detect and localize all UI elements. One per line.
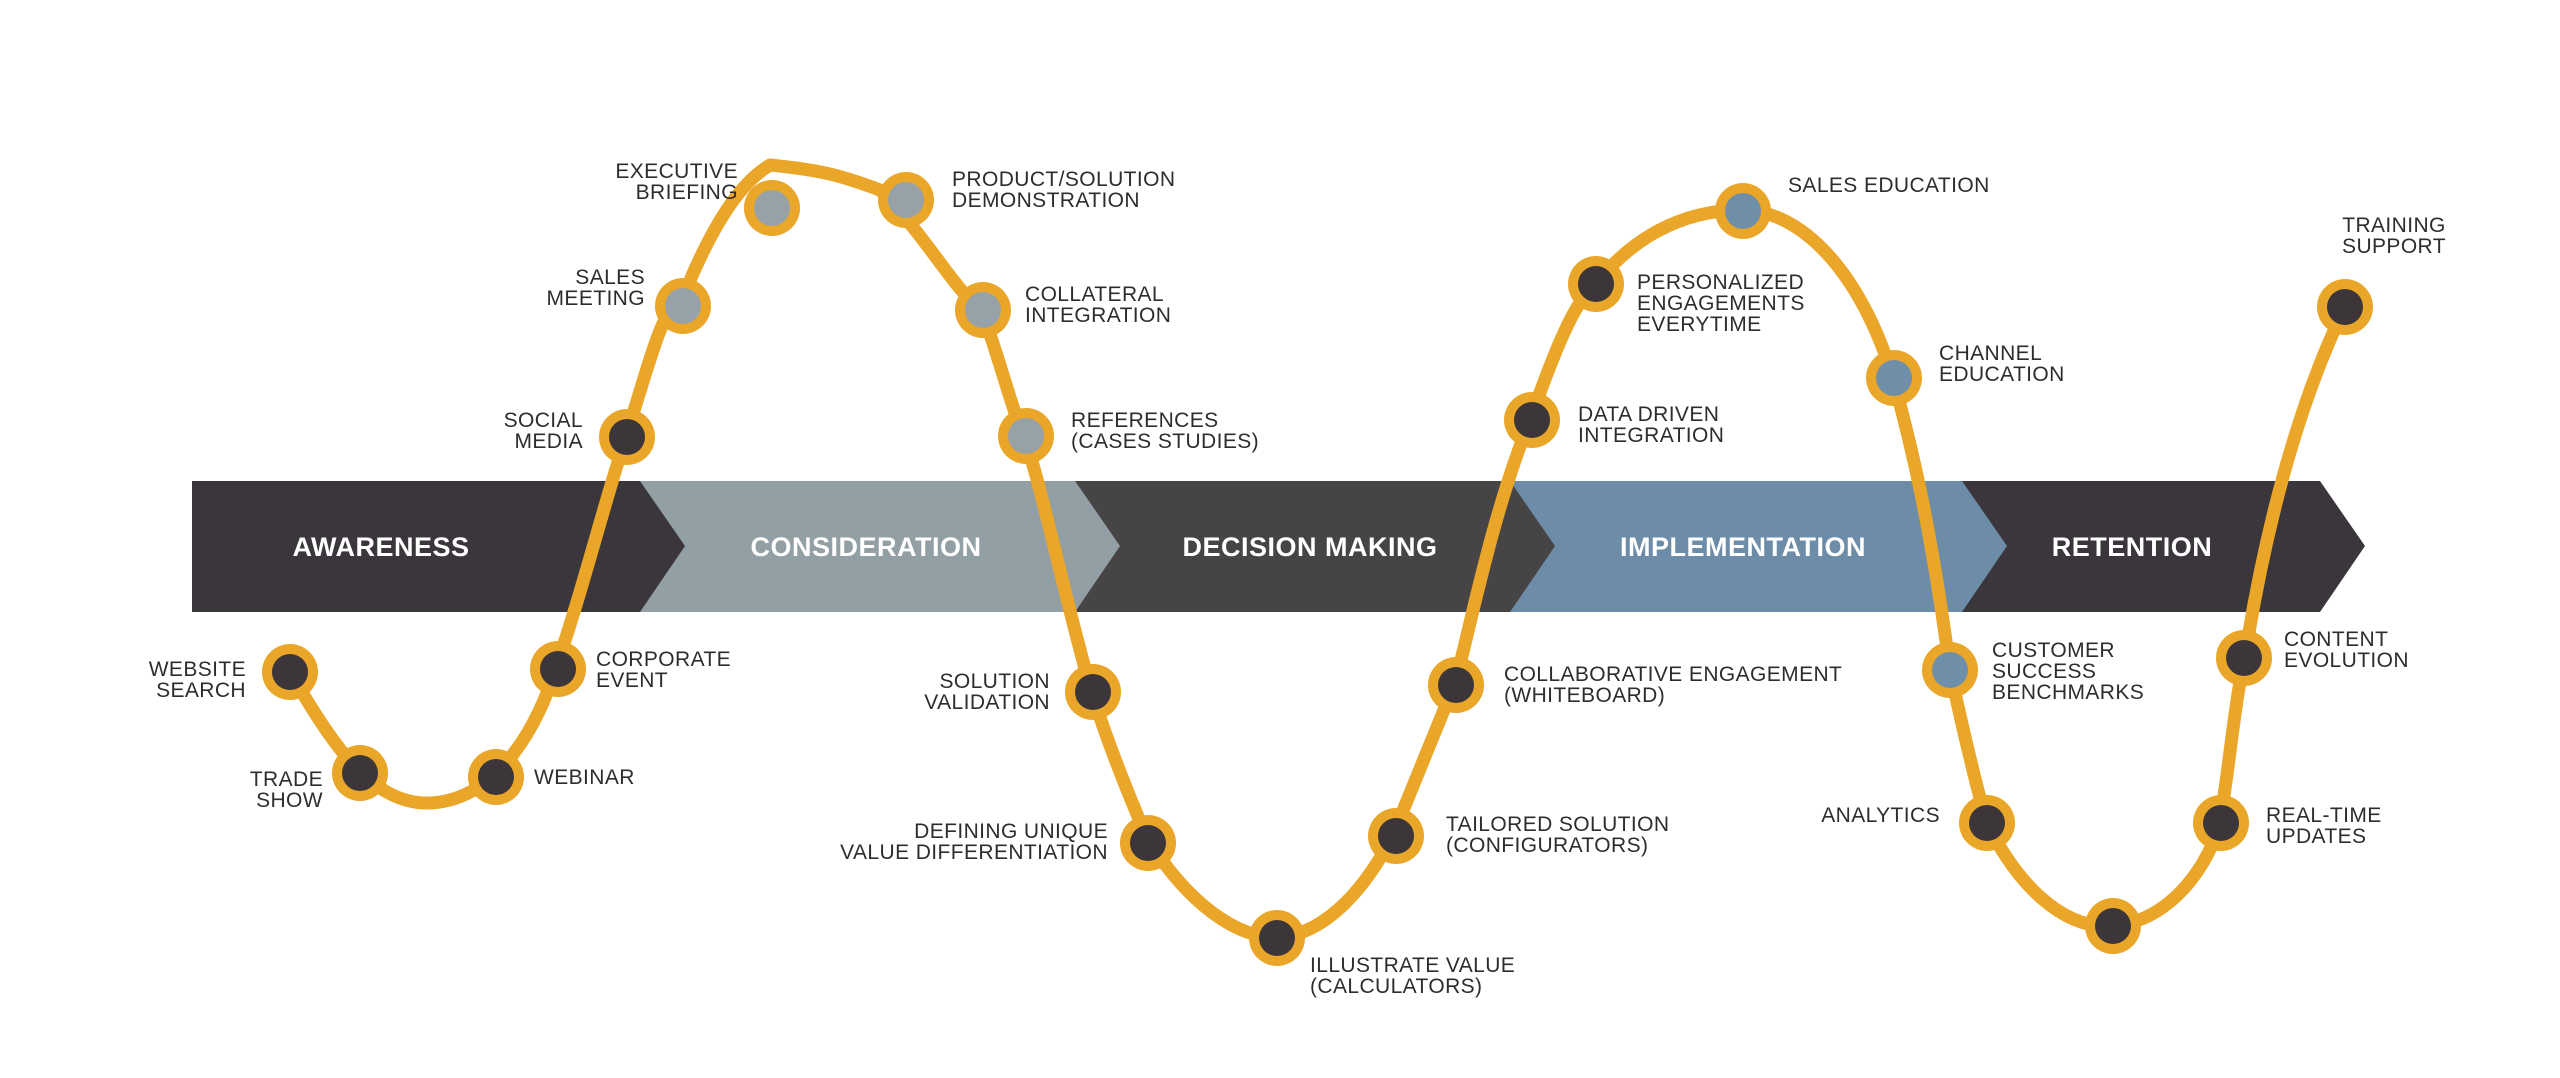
touchpoint-label: ANALYTICS	[1821, 804, 1940, 827]
stage-label: RETENTION	[2052, 532, 2213, 562]
touchpoint-label: TRADE	[250, 768, 323, 791]
touchpoint-label: CORPORATE	[596, 648, 731, 671]
touchpoint-label: DEFINING UNIQUE	[914, 820, 1108, 843]
touchpoint-label: PERSONALIZED	[1637, 271, 1804, 294]
touchpoint-label: CHANNEL	[1939, 342, 2042, 365]
touchpoint-node	[888, 182, 924, 218]
touchpoint-label: EVERYTIME	[1637, 313, 1762, 336]
touchpoint-node	[272, 654, 308, 690]
touchpoint-node	[1259, 920, 1295, 956]
touchpoint-label: VALUE DIFFERENTIATION	[840, 841, 1108, 864]
touchpoint-label: TRAINING	[2342, 214, 2446, 237]
touchpoint-label: SEARCH	[156, 679, 246, 702]
touchpoint-node	[1130, 825, 1166, 861]
touchpoint-label: VALIDATION	[924, 691, 1050, 714]
touchpoint-node	[1008, 418, 1044, 454]
touchpoint-label: ENGAGEMENTS	[1637, 292, 1805, 315]
touchpoint-label: REAL-TIME	[2266, 804, 2382, 827]
touchpoint-node	[2203, 805, 2239, 841]
touchpoint-label: UPDATES	[2266, 825, 2366, 848]
stage-chevron-implementation	[1510, 481, 2007, 612]
stage-chevron-decision-making	[1075, 481, 1555, 612]
touchpoint-label: MEDIA	[514, 430, 583, 453]
touchpoint-label: EVENT	[596, 669, 668, 692]
touchpoint-label: (CONFIGURATORS)	[1446, 834, 1648, 857]
touchpoint-label: TAILORED SOLUTION	[1446, 813, 1669, 836]
touchpoint-node	[2327, 289, 2363, 325]
touchpoint-label: BENCHMARKS	[1992, 681, 2144, 704]
touchpoint-node	[1075, 674, 1111, 710]
touchpoint-nodes	[262, 172, 2373, 966]
touchpoint-node	[609, 419, 645, 455]
stage-chevron-consideration	[640, 481, 1120, 612]
touchpoint-node	[1514, 402, 1550, 438]
touchpoint-label: CONTENT	[2284, 628, 2388, 651]
touchpoint-node	[1876, 360, 1912, 396]
touchpoint-label: INTEGRATION	[1578, 424, 1724, 447]
touchpoint-node	[1969, 805, 2005, 841]
touchpoint-label: MEETING	[547, 287, 645, 310]
touchpoint-label: SOLUTION	[939, 670, 1050, 693]
touchpoint-label: CUSTOMER	[1992, 639, 2115, 662]
touchpoint-label: COLLATERAL	[1025, 283, 1164, 306]
stage-label: AWARENESS	[292, 532, 469, 562]
stage-band: AWARENESS CONSIDERATION DECISION MAKING IMP…	[192, 481, 2365, 612]
touchpoint-label: WEBSITE	[149, 658, 246, 681]
touchpoint-label: EDUCATION	[1939, 363, 2065, 386]
touchpoint-label: SHOW	[256, 789, 323, 812]
touchpoint-labels: WEBSITESEARCHTRADESHOWWEBINARCORPORATEEV…	[149, 160, 2446, 998]
touchpoint-node	[665, 288, 701, 324]
touchpoint-label: INTEGRATION	[1025, 304, 1171, 327]
touchpoint-label: (CASES STUDIES)	[1071, 430, 1259, 453]
touchpoint-label: DEMONSTRATION	[952, 189, 1140, 212]
touchpoint-node	[2226, 640, 2262, 676]
stage-chevron-awareness	[192, 481, 685, 612]
stage-label: IMPLEMENTATION	[1620, 532, 1866, 562]
touchpoint-label: BRIEFING	[636, 181, 738, 204]
stage-label: DECISION MAKING	[1182, 532, 1437, 562]
touchpoint-label: EVOLUTION	[2284, 649, 2409, 672]
touchpoint-label: ILLUSTRATE VALUE	[1310, 954, 1515, 977]
touchpoint-label: PRODUCT/SOLUTION	[952, 168, 1175, 191]
touchpoint-node	[1578, 266, 1614, 302]
touchpoint-label: EXECUTIVE	[615, 160, 738, 183]
touchpoint-node	[1378, 818, 1414, 854]
touchpoint-label: DATA DRIVEN	[1578, 403, 1719, 426]
stage-label: CONSIDERATION	[750, 532, 981, 562]
touchpoint-node	[754, 190, 790, 226]
touchpoint-label: SALES	[575, 266, 645, 289]
touchpoint-node	[478, 759, 514, 795]
touchpoint-node	[1725, 193, 1761, 229]
touchpoint-label: (WHITEBOARD)	[1504, 684, 1665, 707]
touchpoint-label: WEBINAR	[534, 766, 635, 789]
touchpoint-label: REFERENCES	[1071, 409, 1219, 432]
touchpoint-node	[965, 292, 1001, 328]
touchpoint-node	[2095, 908, 2131, 944]
touchpoint-node	[1932, 652, 1968, 688]
touchpoint-node	[1438, 667, 1474, 703]
touchpoint-node	[342, 755, 378, 791]
touchpoint-label: SUPPORT	[2342, 235, 2446, 258]
touchpoint-label: (CALCULATORS)	[1310, 975, 1482, 998]
touchpoint-node	[540, 651, 576, 687]
touchpoint-label: SUCCESS	[1992, 660, 2096, 683]
touchpoint-label: SALES EDUCATION	[1788, 174, 1990, 197]
touchpoint-label: SOCIAL	[504, 409, 583, 432]
touchpoint-label: COLLABORATIVE ENGAGEMENT	[1504, 663, 1842, 686]
